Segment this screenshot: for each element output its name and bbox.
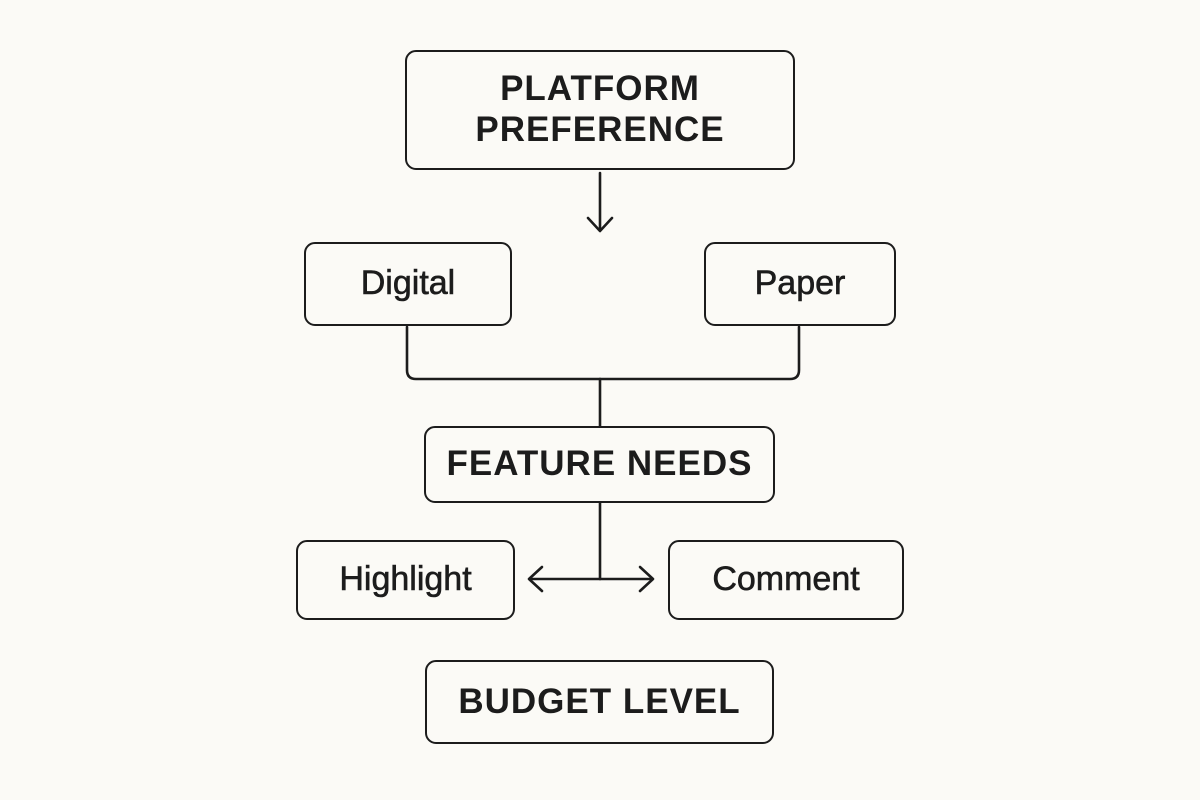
paper-merge-line <box>598 325 801 381</box>
paper-label: Paper <box>754 264 846 303</box>
comment-node: Comment <box>668 540 904 620</box>
platform-preference-node: PLATFORM PREFERENCE <box>405 50 795 170</box>
budget-level-node: BUDGET LEVEL <box>425 660 774 744</box>
platform-preference-label: PLATFORM PREFERENCE <box>475 69 725 149</box>
comment-arrow-head <box>638 565 655 593</box>
budget-level-label: BUDGET LEVEL <box>458 681 741 721</box>
feature-needs-label: FEATURE NEEDS <box>446 444 753 484</box>
highlight-arrow-head <box>527 565 544 593</box>
feature-needs-node: FEATURE NEEDS <box>424 426 775 503</box>
comment-label: Comment <box>712 560 860 599</box>
digital-node: Digital <box>304 242 512 326</box>
highlight-label: Highlight <box>339 560 472 599</box>
highlight-node: Highlight <box>296 540 515 620</box>
digital-merge-line <box>405 325 602 381</box>
platform-arrow-head <box>586 216 614 233</box>
digital-label: Digital <box>360 264 456 303</box>
paper-node: Paper <box>704 242 896 326</box>
